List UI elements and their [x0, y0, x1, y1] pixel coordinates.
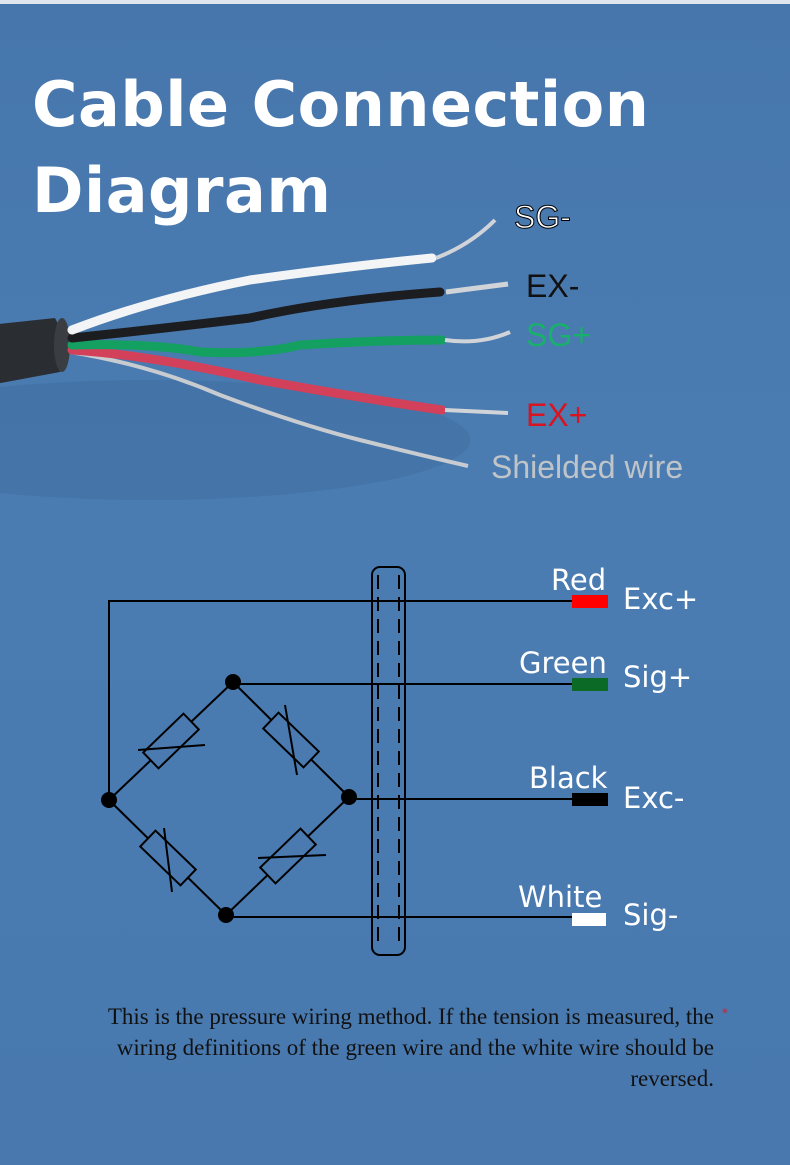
red-swatch	[572, 595, 608, 608]
page-title: Cable Connection Diagram	[32, 62, 649, 234]
conn-color-white: White	[518, 880, 603, 914]
wire-label-shielded: Shielded wire	[491, 449, 684, 485]
white-swatch	[572, 913, 606, 926]
black-swatch	[572, 793, 608, 806]
conn-signal-sig-minus: Sig-	[623, 898, 679, 932]
conn-color-red: Red	[551, 563, 607, 597]
title-line-2: Diagram	[32, 154, 332, 227]
wiring-note: This is the pressure wiring method. If t…	[107, 1004, 714, 1091]
conn-signal-sig-plus: Sig+	[623, 660, 693, 694]
black-wire	[67, 287, 445, 343]
red-wire	[67, 345, 447, 415]
bridge-circuit	[108, 566, 572, 956]
wire-label-sg-plus: SG+	[526, 317, 591, 353]
cable-jacket	[0, 318, 64, 384]
cable-shield-symbol	[371, 566, 406, 956]
conn-color-black: Black	[529, 761, 608, 795]
resistor-1	[141, 712, 201, 770]
conn-signal-exc-minus: Exc-	[623, 781, 685, 815]
green-swatch	[572, 678, 608, 691]
top-border	[0, 0, 790, 4]
wire-label-sg-minus: SG-	[514, 199, 572, 235]
note-asterisk: *	[722, 1006, 728, 1020]
title-line-1: Cable Connection	[32, 68, 650, 141]
wire-label-ex-plus: EX+	[526, 397, 588, 433]
green-wire	[67, 335, 447, 358]
conn-signal-exc-plus: Exc+	[623, 582, 699, 616]
circuit-nodes	[101, 674, 357, 923]
white-wire	[67, 253, 437, 335]
resistor-1-slash	[137, 744, 206, 751]
shield-wire	[69, 350, 469, 468]
wire-label-ex-minus: EX-	[526, 268, 580, 304]
conn-color-green: Green	[519, 646, 607, 680]
